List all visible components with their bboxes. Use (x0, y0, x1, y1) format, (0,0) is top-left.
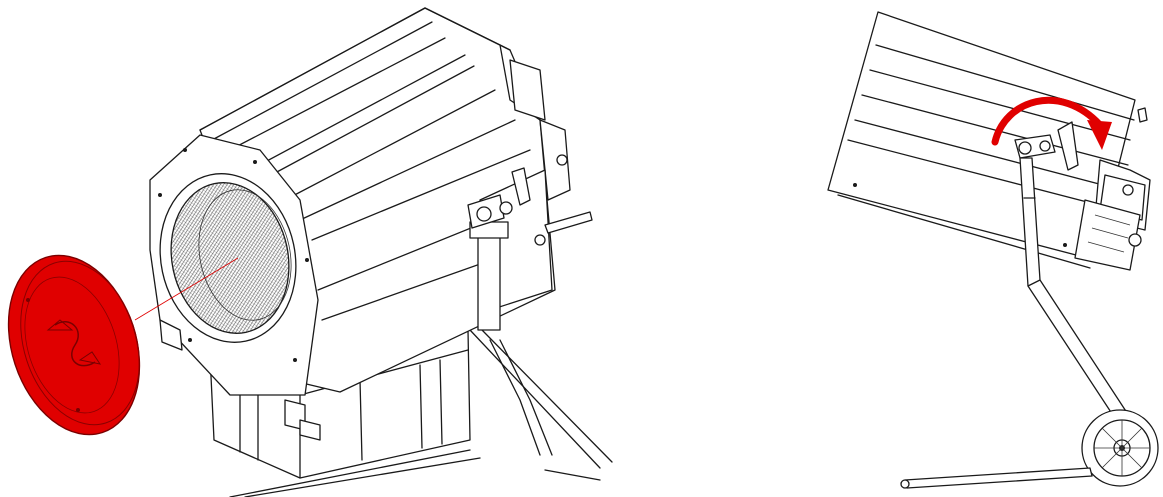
lamp-left-figure (7, 7, 613, 497)
front-cover-highlight (7, 254, 239, 436)
lamp-right-figure (827, 11, 1159, 489)
front-ring (149, 134, 319, 396)
yoke-pivot (1014, 121, 1079, 171)
wheel (1081, 409, 1159, 487)
stand-post (467, 167, 593, 331)
tripod-legs (229, 329, 613, 497)
tilted-housing (827, 11, 1151, 271)
base-leg (900, 467, 1093, 489)
rotation-arrow (991, 96, 1112, 150)
lower-brackets (159, 319, 321, 441)
